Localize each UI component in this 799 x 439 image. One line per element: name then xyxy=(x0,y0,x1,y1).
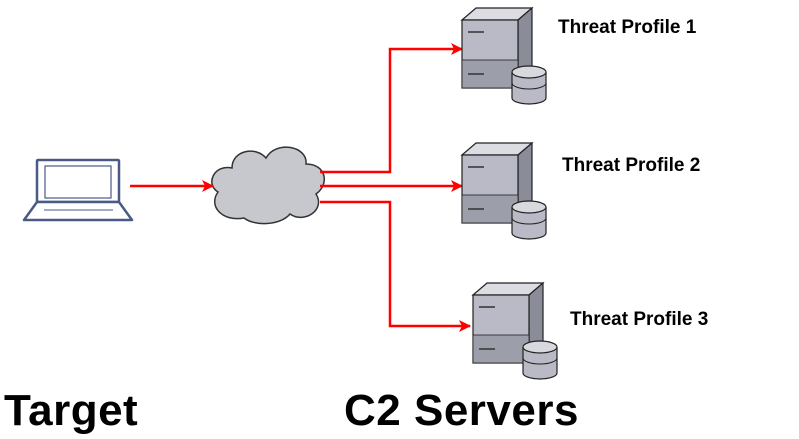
c2-servers-label: C2 Servers xyxy=(344,386,579,435)
server-icon xyxy=(461,7,547,105)
laptop-icon xyxy=(22,158,134,222)
server-icon xyxy=(461,142,547,240)
target-label: Target xyxy=(4,386,139,435)
server-label-threat-profile-2: Threat Profile 2 xyxy=(562,155,701,176)
server-label-threat-profile-3: Threat Profile 3 xyxy=(570,309,709,330)
server-icon xyxy=(472,282,558,380)
arrow-to-server-1 xyxy=(320,43,463,174)
cloud-icon xyxy=(211,146,326,225)
arrow-to-server-3 xyxy=(320,200,471,332)
server-label-threat-profile-1: Threat Profile 1 xyxy=(558,17,697,38)
connection-arrows xyxy=(130,43,471,332)
